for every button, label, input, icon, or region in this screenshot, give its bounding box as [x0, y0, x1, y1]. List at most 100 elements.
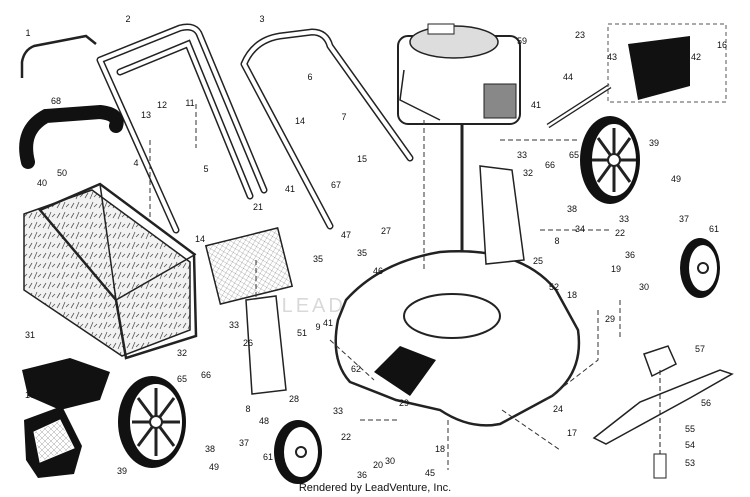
part-callout-6: 6 [307, 72, 312, 82]
part-callout-18: 18 [567, 290, 577, 300]
part-callout-66: 66 [545, 160, 555, 170]
part-callout-55: 55 [685, 424, 695, 434]
part-callout-15: 15 [357, 154, 367, 164]
part-callout-49: 49 [209, 462, 219, 472]
part-callout-61: 61 [263, 452, 273, 462]
part-callout-47: 47 [341, 230, 351, 240]
part-callout-39: 39 [117, 466, 127, 476]
part-callout-45: 45 [425, 468, 435, 478]
part-callout-50: 50 [57, 168, 67, 178]
part-callout-65: 65 [177, 374, 187, 384]
engine-part [397, 23, 521, 260]
part-callout-33: 33 [229, 320, 239, 330]
part-callout-10: 10 [25, 390, 35, 400]
part-callout-20: 20 [373, 460, 383, 470]
part-callout-41: 41 [531, 100, 541, 110]
part-callout-49: 49 [671, 174, 681, 184]
part-callout-11: 11 [185, 98, 194, 108]
part-callout-41: 41 [285, 184, 295, 194]
part-callout-66: 66 [201, 370, 211, 380]
part-callout-5: 5 [203, 164, 208, 174]
part-callout-26: 26 [243, 338, 253, 348]
part-callout-43: 43 [607, 52, 617, 62]
part-callout-28: 28 [289, 394, 299, 404]
part-callout-29: 29 [605, 314, 615, 324]
part-callout-19: 19 [611, 264, 621, 274]
blade-adapter-part [643, 345, 677, 378]
blade-part [592, 369, 734, 445]
part-callout-2: 2 [125, 14, 130, 24]
part-callout-12: 12 [157, 100, 167, 110]
part-callout-61: 61 [709, 224, 719, 234]
rear-baffle-part [628, 36, 690, 100]
part-callout-37: 37 [679, 214, 689, 224]
part-callout-23: 23 [575, 30, 585, 40]
part-callout-14: 14 [195, 234, 205, 244]
part-callout-57: 57 [695, 344, 705, 354]
part-callout-40: 40 [37, 178, 47, 188]
part-callout-16: 16 [717, 40, 727, 50]
rear-flap-part [204, 227, 294, 305]
part-callout-30: 30 [639, 282, 649, 292]
part-callout-8: 8 [245, 404, 250, 414]
part-callout-18: 18 [435, 444, 445, 454]
part-callout-51: 51 [297, 328, 307, 338]
part-callout-32: 32 [523, 168, 533, 178]
part-callout-3: 3 [259, 14, 264, 24]
part-callout-52: 52 [549, 282, 559, 292]
part-callout-25: 25 [533, 256, 543, 266]
part-callout-67: 67 [331, 180, 341, 190]
footer-credit: Rendered by LeadVenture, Inc. [298, 482, 452, 494]
rear-wheel-part [118, 376, 186, 468]
part-callout-21: 21 [253, 202, 263, 212]
part-callout-24: 24 [553, 404, 563, 414]
part-callout-22: 22 [341, 432, 351, 442]
rear-wheel-part [580, 116, 640, 204]
part-callout-8: 8 [554, 236, 559, 246]
part-callout-4: 4 [133, 158, 138, 168]
part-callout-33: 33 [333, 406, 343, 416]
part-callout-13: 13 [141, 110, 151, 120]
part-callout-7: 7 [341, 112, 346, 122]
part-callout-56: 56 [701, 398, 711, 408]
part-callout-33: 33 [517, 150, 527, 160]
part-callout-44: 44 [563, 72, 573, 82]
part-callout-36: 36 [357, 470, 367, 480]
grass-bag-part [23, 189, 191, 357]
lower-handle-part [240, 28, 414, 230]
part-callout-53: 53 [685, 458, 695, 468]
handle-grip-part [19, 104, 124, 169]
part-callout-62: 62 [351, 364, 361, 374]
part-callout-1: 1 [25, 28, 30, 38]
part-callout-35: 35 [313, 254, 323, 264]
part-callout-48: 48 [259, 416, 269, 426]
part-callout-32: 32 [177, 348, 187, 358]
part-callout-14: 14 [295, 116, 305, 126]
part-callout-36: 36 [625, 250, 635, 260]
assembly-lines [149, 104, 621, 470]
part-callout-31: 31 [25, 330, 35, 340]
part-callout-65: 65 [569, 150, 579, 160]
part-callout-39: 39 [649, 138, 659, 148]
part-callout-38: 38 [567, 204, 577, 214]
deflector-part [22, 358, 110, 410]
part-callout-46: 46 [373, 266, 383, 276]
part-callout-35: 35 [357, 248, 367, 258]
height-adjuster-part [479, 165, 525, 265]
control-rod-part [20, 34, 97, 78]
front-wheel-part [680, 238, 720, 298]
part-callout-54: 54 [685, 440, 695, 450]
part-callout-22: 22 [615, 228, 625, 238]
part-callout-68: 68 [51, 96, 61, 106]
part-callout-27: 27 [381, 226, 391, 236]
part-callout-37: 37 [239, 438, 249, 448]
part-callout-30: 30 [385, 456, 395, 466]
part-callout-33: 33 [619, 214, 629, 224]
part-callout-34: 34 [575, 224, 585, 234]
part-callout-38: 38 [205, 444, 215, 454]
part-callout-41: 41 [323, 318, 333, 328]
part-callout-29: 29 [399, 398, 409, 408]
front-wheel-part [274, 420, 322, 484]
